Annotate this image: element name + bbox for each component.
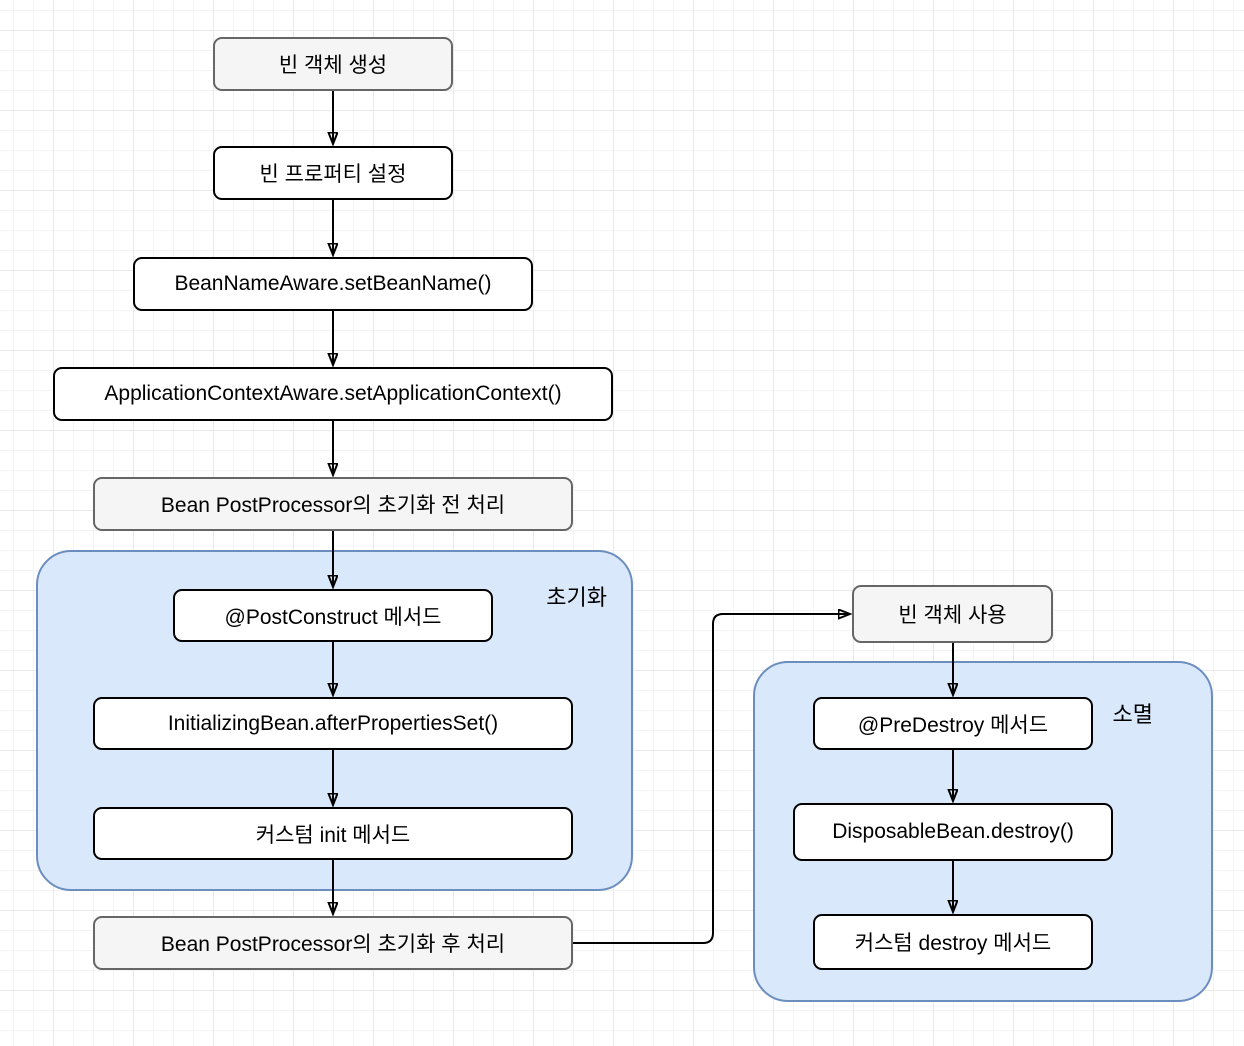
node-set-application-context: ApplicationContextAware.setApplicationCo… [53,367,613,421]
node-bean-create: 빈 객체 생성 [213,37,453,91]
node-bean-use: 빈 객체 사용 [852,585,1053,643]
node-set-bean-name: BeanNameAware.setBeanName() [133,257,533,311]
node-bean-properties: 빈 프로퍼티 설정 [213,146,453,200]
node-after-properties-set: InitializingBean.afterPropertiesSet() [93,697,573,750]
group-initialization-label: 초기화 [546,585,607,610]
group-destruction-label: 소멸 [1112,702,1153,727]
node-post-processor-after-init: Bean PostProcessor의 초기화 후 처리 [93,916,573,970]
node-pre-destroy: @PreDestroy 메서드 [813,697,1093,750]
node-custom-init: 커스텀 init 메서드 [93,807,573,860]
node-post-processor-before-init: Bean PostProcessor의 초기화 전 처리 [93,477,573,531]
node-custom-destroy: 커스텀 destroy 메서드 [813,914,1093,970]
node-disposable-destroy: DisposableBean.destroy() [793,803,1113,861]
node-post-construct: @PostConstruct 메서드 [173,589,493,642]
